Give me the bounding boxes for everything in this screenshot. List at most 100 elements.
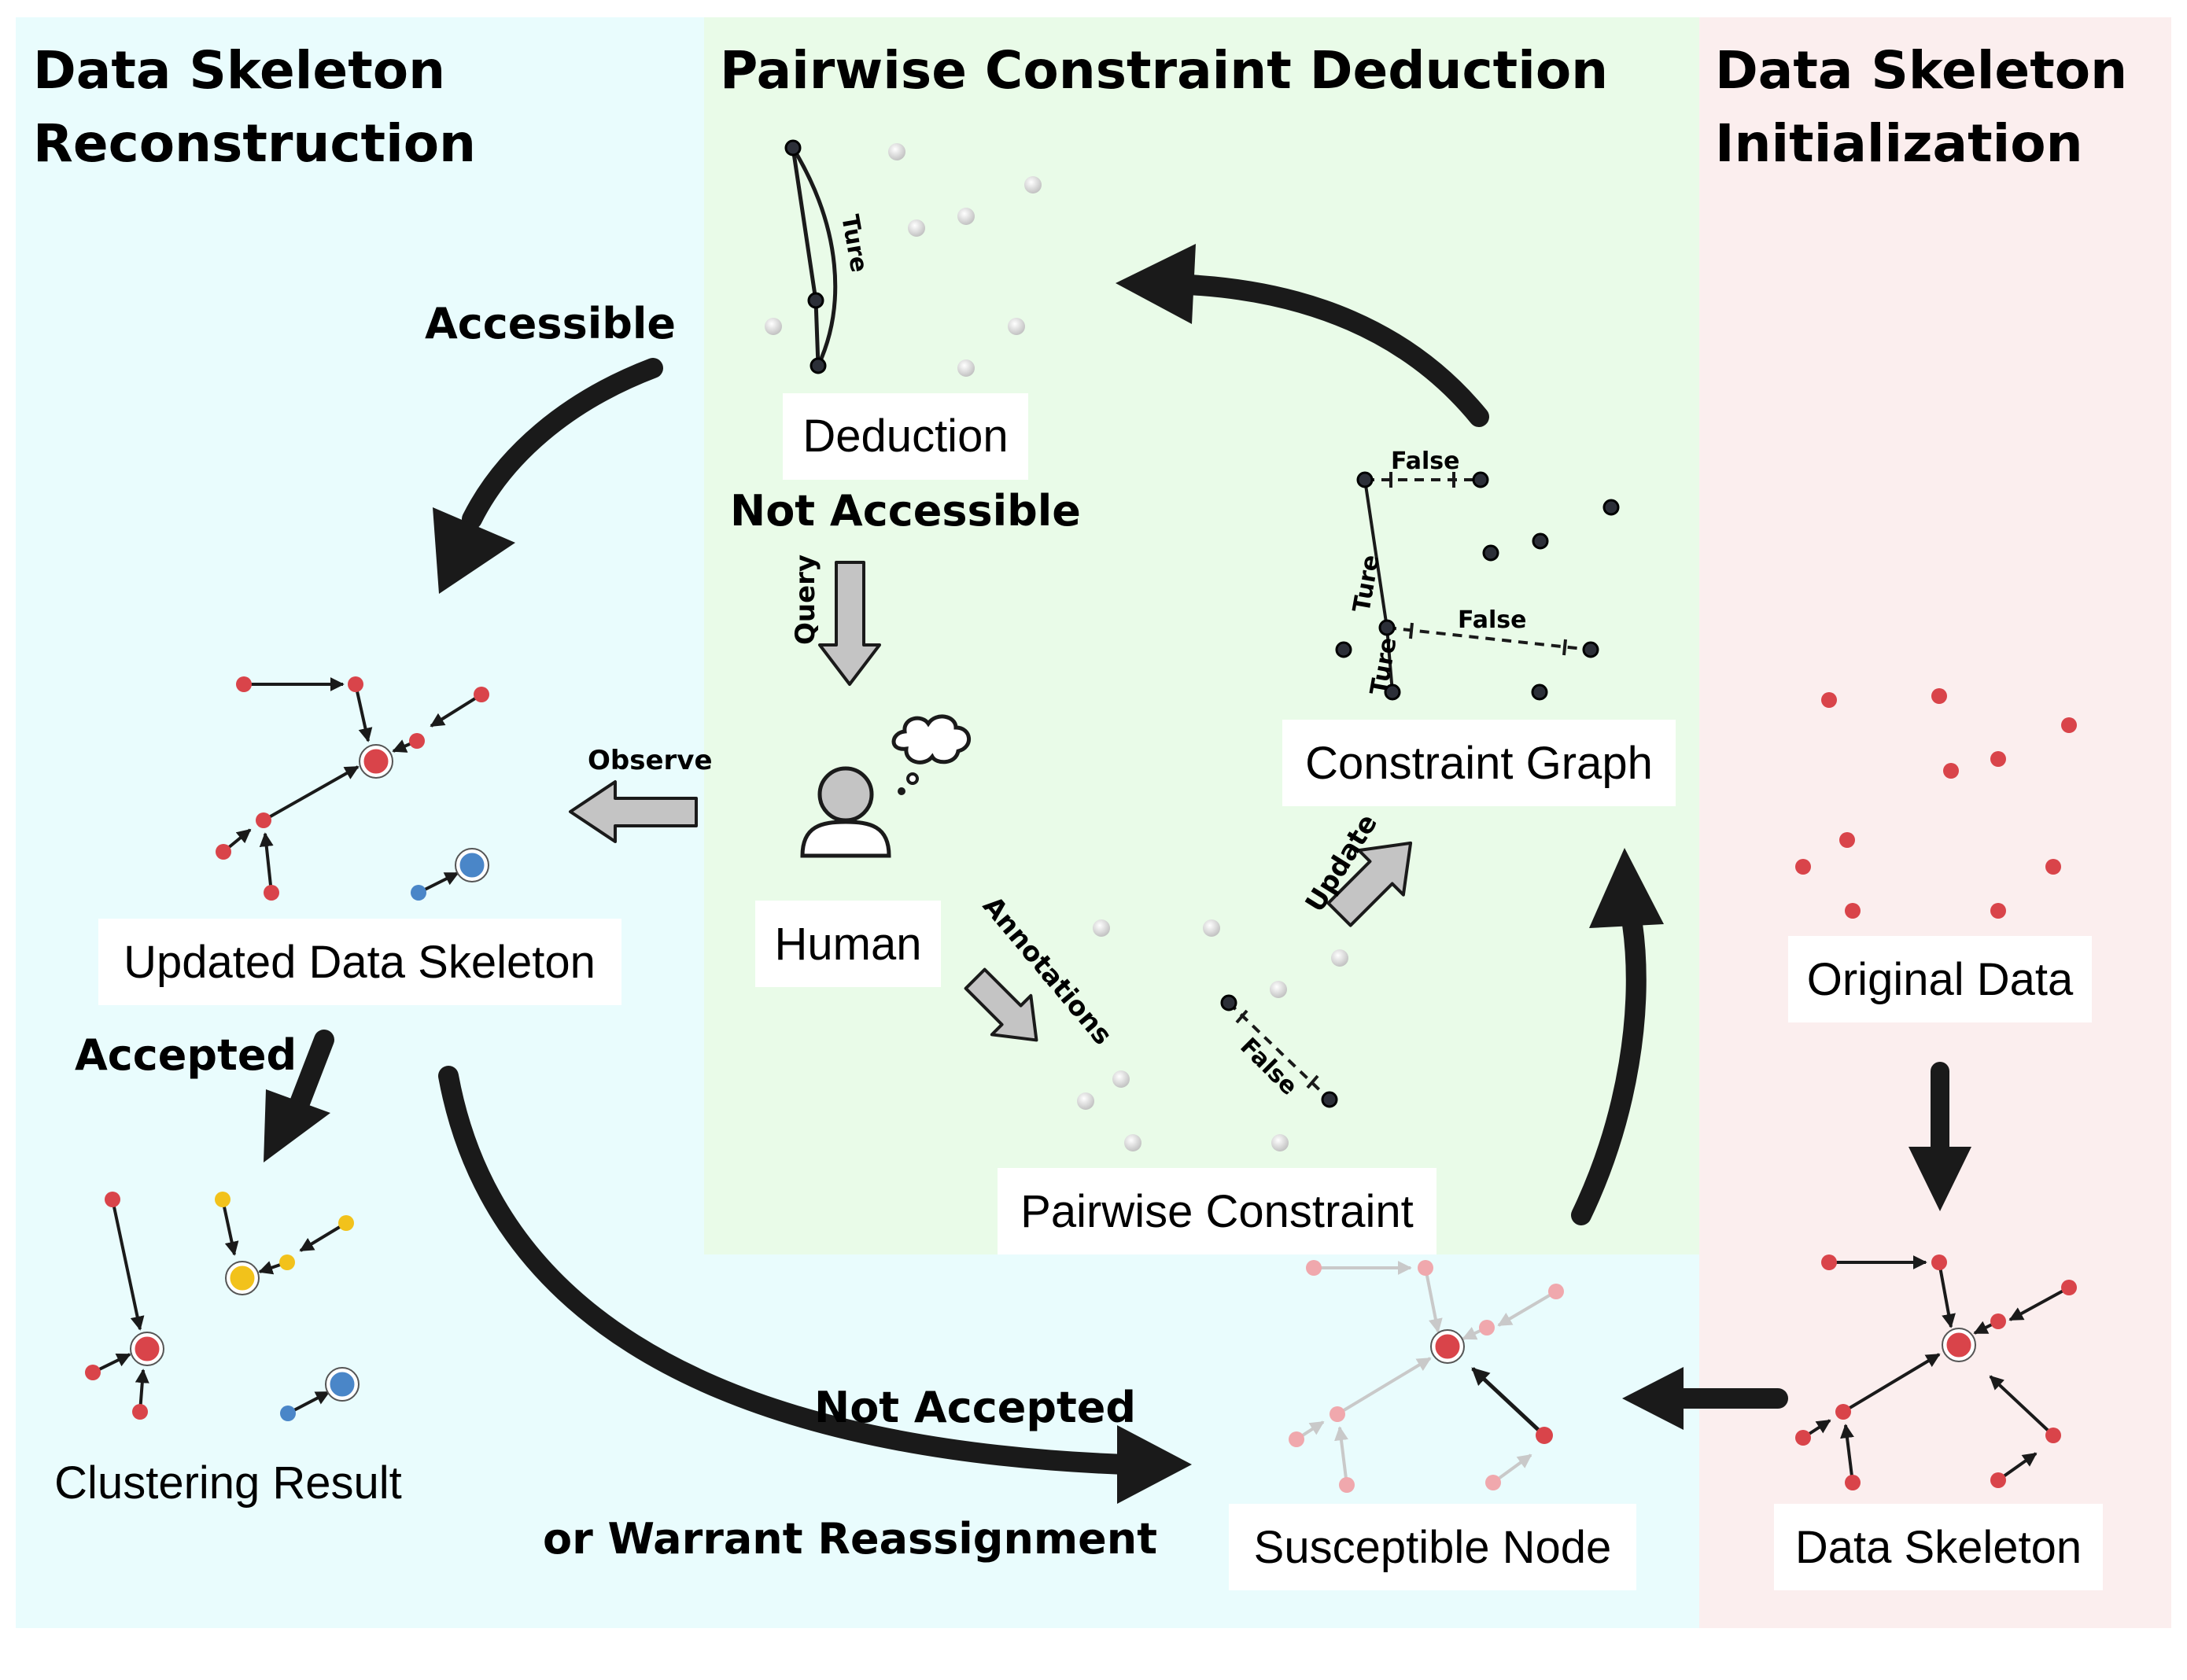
ds-edge [1842,1353,1941,1413]
arrowhead-graph-to-deduction [1116,244,1196,324]
thought-dot [898,787,905,795]
us-center-node [360,745,393,778]
deduction-edge-2 [813,300,821,367]
ds-node [1990,1472,2006,1488]
arrowhead-not-accepted [1117,1425,1192,1504]
us-node [216,844,231,860]
us-node [256,812,271,828]
od-node [2061,717,2077,733]
annotations-arrow [964,967,1038,1042]
thought-dot [906,772,919,785]
sn-edge-susceptible [1471,1367,1546,1437]
cr-node-yellow [279,1254,295,1270]
us-node [474,687,489,702]
arrow-susceptible-to-graph [1571,914,1647,1225]
od-node [1839,832,1855,848]
ds-edge [1989,1375,2055,1437]
warrant-label: or Warrant Reassignment [543,1514,1157,1564]
sn-edge [1424,1267,1443,1333]
grey-node [1008,318,1025,335]
human-icon [800,714,972,858]
us-node-blue [411,885,426,901]
reconstruction-title-line1: Data Skeleton [33,40,445,101]
grey-node [1124,1134,1141,1151]
reconstruction-title-line2: Reconstruction [33,113,476,174]
ds-edge [1840,1424,1854,1483]
us-node [264,885,279,901]
observe-arrow [569,780,698,843]
query-label: Query [790,554,821,645]
human-box [755,901,941,987]
grey-node [888,143,905,160]
od-node [1990,903,2006,919]
cg-node [1378,619,1396,636]
sn-edge [1497,1290,1558,1327]
ds-node [1821,1254,1837,1270]
arrowhead-skeleton-to-susceptible [1622,1367,1684,1430]
sn-center-node [1431,1330,1464,1363]
deduction-node [784,139,802,157]
arrowhead-accepted [264,1089,330,1162]
pairwise-constraint-box-label: Pairwise Constraint [1020,1186,1414,1237]
constraint-graph-box [1282,720,1676,806]
cg-node [1472,471,1489,488]
cg-false-label-top: False [1391,448,1459,475]
od-node [1795,859,1811,875]
cg-false-edge-2 [1386,626,1591,651]
initialization-title-line1: Data Skeleton [1715,40,2127,101]
grey-node [957,208,975,225]
cg-node [1602,499,1620,516]
not-accepted-label: Not Accepted [814,1383,1136,1432]
arrow-graph-to-deduction [1178,274,1489,427]
thought-bubble-icon [891,714,972,764]
pc-node [1321,1091,1338,1108]
arrow-accepted [287,1030,334,1119]
us-edge [430,693,483,728]
deduction-panel [704,17,1699,1254]
grey-node [765,318,782,335]
grey-node [908,219,925,237]
susceptible-node-box [1229,1504,1636,1590]
cr-edge [221,1199,239,1256]
ds-node [1795,1430,1811,1446]
sn-node [1289,1431,1304,1447]
cg-ture-edge-2 [1385,627,1394,693]
original-data-box-label: Original Data [1807,954,2074,1005]
ds-center-node [1942,1328,1975,1361]
arrowhead-original-to-skeleton [1909,1147,1971,1211]
sn-edge [1336,1357,1432,1416]
ds-edge [1938,1262,1956,1328]
cg-node [1335,641,1352,658]
sn-susceptible-node [1536,1427,1553,1444]
deduction-curve-edge [791,146,838,367]
human-body [800,820,891,858]
grey-node [1331,949,1348,967]
sn-node [1479,1320,1495,1336]
accessible-label: Accessible [425,299,676,348]
us-center-blue [455,849,489,882]
sn-edge [1334,1426,1348,1486]
not-accessible-label: Not Accessible [730,486,1081,536]
grey-node [1024,176,1042,193]
pc-false-tick [1235,1009,1248,1024]
od-node [1821,692,1837,708]
clustering-result-label: Clustering Result [54,1457,402,1509]
ds-center-ring [1942,1328,1976,1362]
clustering-graph [85,1192,360,1421]
cr-node-blue [280,1406,296,1421]
sn-node [1306,1260,1322,1276]
update-arrow [1326,841,1413,927]
cg-node [1384,683,1401,701]
ds-node [1835,1404,1851,1420]
cg-node [1531,683,1548,701]
us-edge [259,832,274,893]
initialization-panel [1699,17,2171,1628]
cg-node [1532,532,1549,550]
ds-edge [2008,1286,2070,1321]
arrow-accessible [462,358,663,529]
arrowhead-accessible [433,507,515,594]
od-node [1990,751,2006,767]
arrowhead-susceptible-to-graph [1589,848,1664,928]
constraint-graph-box-label: Constraint Graph [1305,738,1653,789]
